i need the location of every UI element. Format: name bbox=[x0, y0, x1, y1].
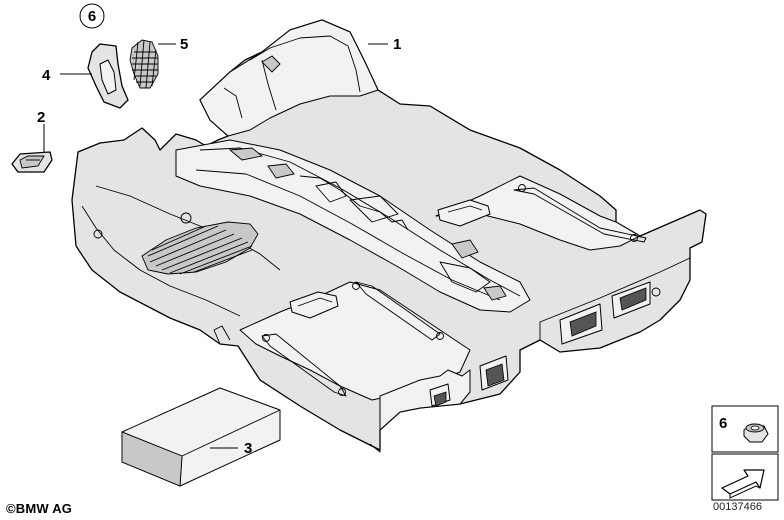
callout-2: 2 bbox=[37, 109, 45, 152]
svg-text:3: 3 bbox=[244, 440, 252, 457]
callout-6-circled: 6 bbox=[79, 3, 105, 29]
floor-carpet-part bbox=[71, 19, 707, 453]
legend-arrow-box bbox=[711, 453, 779, 501]
side-trim-part bbox=[87, 43, 129, 109]
diagram-code-label: 00137466 bbox=[713, 501, 762, 513]
callout-1: 1 bbox=[368, 36, 401, 53]
clip-part bbox=[11, 151, 53, 173]
nut-icon bbox=[743, 423, 769, 443]
svg-text:5: 5 bbox=[180, 36, 188, 53]
callout-5: 5 bbox=[158, 36, 188, 53]
svg-text:6: 6 bbox=[88, 8, 96, 25]
svg-text:4: 4 bbox=[42, 67, 51, 84]
insulation-block-part bbox=[121, 387, 281, 487]
svg-text:6: 6 bbox=[719, 415, 727, 432]
svg-text:2: 2 bbox=[37, 109, 45, 126]
callout-4: 4 bbox=[42, 67, 92, 84]
svg-text:1: 1 bbox=[393, 36, 401, 53]
direction-arrow-icon bbox=[721, 469, 765, 499]
callout-3: 3 bbox=[210, 440, 252, 457]
bmw-copyright-label: ©BMW AG bbox=[6, 501, 73, 516]
mesh-pad-part bbox=[129, 39, 159, 89]
legend-nut-box: 6 bbox=[711, 405, 779, 453]
